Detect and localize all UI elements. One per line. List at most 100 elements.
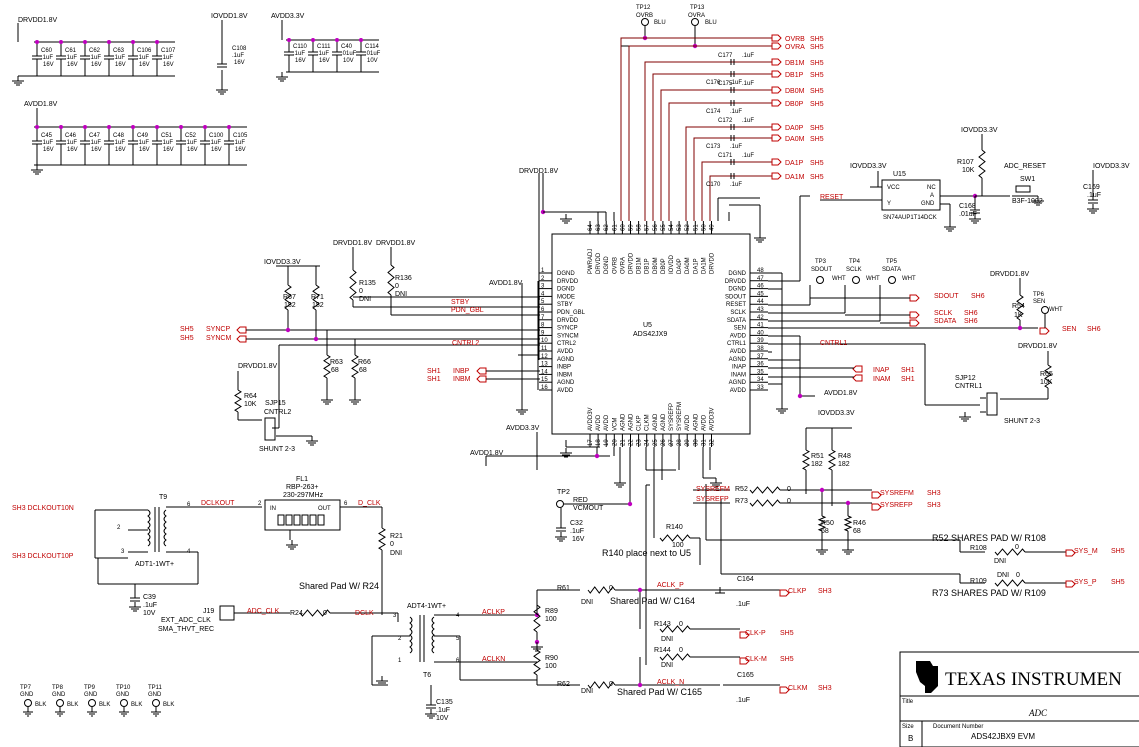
pin-name: VCM xyxy=(612,418,618,431)
syncm-sheet: SH5 xyxy=(180,335,194,342)
r108-ref: R108 xyxy=(970,545,987,552)
pin-name: DGND xyxy=(604,256,610,274)
inbm-in: INBM xyxy=(453,376,471,383)
pin-name: AVDD xyxy=(730,388,747,394)
offsheet-arrow-icon xyxy=(909,294,920,302)
cap-voltage: 16V xyxy=(234,60,245,66)
pin-number: 63 xyxy=(596,224,602,231)
cap-ref: C105 xyxy=(233,133,248,139)
pin-name: AVDD xyxy=(685,414,691,431)
filter-pad xyxy=(309,514,317,526)
testpoint-icon xyxy=(56,699,64,707)
pin-number: 57 xyxy=(645,224,651,231)
cap-ref: C107 xyxy=(161,48,176,54)
pdn-net: PDN_GBL xyxy=(451,307,484,314)
pin-number: 56 xyxy=(653,224,659,231)
pin-number: 41 xyxy=(757,323,764,329)
output-trace xyxy=(693,137,772,221)
pin-name: AVDD3V xyxy=(710,407,716,431)
sclk-out: SCLK xyxy=(934,310,953,317)
r46-val: 68 xyxy=(853,528,861,535)
cap-voltage: 16V xyxy=(295,58,306,64)
r46-ref: R46 xyxy=(853,520,866,527)
inbm-sheet: SH1 xyxy=(427,376,441,383)
dclkout10n: SH3 DCLKOUT10N xyxy=(12,505,74,512)
cap-value: .1uF xyxy=(65,55,77,61)
adc-reset-label: ADC_RESET xyxy=(1004,163,1047,170)
cap-value: .1uF xyxy=(293,51,305,57)
pin-number: 22 xyxy=(629,439,635,446)
testpoint-icon xyxy=(88,699,96,707)
sjp15-label: CNTRL2 xyxy=(264,409,291,416)
offsheet-arrow-icon xyxy=(771,123,782,131)
r62-ref: R62 xyxy=(557,681,570,688)
r52-ref: R52 xyxy=(735,486,748,493)
output-net: DA1P xyxy=(785,160,804,167)
r65-rail: DRVDD1.8V xyxy=(1018,343,1057,350)
avdd18-left: AVDD1.8V xyxy=(489,280,523,287)
pin-number: 53 xyxy=(677,224,683,231)
decoupling-bank-avdd18: C45.1uF16VC46.1uF16VC47.1uF16VC48.1uF16V… xyxy=(32,125,248,166)
offsheet-arrow-icon xyxy=(1065,549,1076,557)
u15-y: Y xyxy=(887,201,891,207)
sjp15-shunt: SHUNT 2-3 xyxy=(259,446,295,453)
ac-cap-ref: C177 xyxy=(718,53,733,59)
testpoint-icon xyxy=(152,699,160,707)
testpoint-icon xyxy=(888,276,896,284)
r64-rail: DRVDD1.8V xyxy=(238,363,277,370)
pin-name: RESET xyxy=(726,302,746,308)
offsheet-arrow-icon xyxy=(771,134,782,142)
pin-name: AVDD3V xyxy=(588,407,594,431)
junction-dot xyxy=(819,487,825,493)
pin-number: 29 xyxy=(685,439,691,446)
u15-part: SN74AUP1T14DCK xyxy=(883,215,937,221)
tp12-ref: TP12 xyxy=(636,5,651,11)
offsheet-arrow-icon xyxy=(236,326,247,334)
sysrefp-out: SYSREFP xyxy=(880,502,913,509)
r64-ref: R64 xyxy=(244,393,257,400)
note-shared-c164: Shared Pad W/ C164 xyxy=(610,596,695,606)
pin-name: PWRADJ xyxy=(588,249,594,274)
aclkp-net: ACLKP xyxy=(482,609,505,616)
u15-nc: NC xyxy=(927,185,936,191)
filter-pad xyxy=(277,514,285,526)
c39-ref: C39 xyxy=(143,594,156,601)
offsheet-arrow-icon xyxy=(852,374,863,382)
pin-name: AVDD xyxy=(730,349,747,355)
pin-name: CLKM xyxy=(645,414,651,431)
wire xyxy=(387,264,395,296)
cap-voltage: 16V xyxy=(43,62,54,68)
pin-name: DRVDD xyxy=(725,279,747,285)
fl1-part: RBP-263+ xyxy=(286,484,319,491)
junction-dot xyxy=(155,40,159,44)
c39-val: .1uF xyxy=(143,602,157,609)
junction-dot xyxy=(227,125,231,129)
r109-val: 0 xyxy=(1016,572,1020,579)
pin-number: 14 xyxy=(541,369,548,375)
r62-val: 0 xyxy=(609,681,613,688)
sjp12-ref: SJP12 xyxy=(955,375,976,382)
pin-number: 30 xyxy=(693,439,699,446)
pin-name: SCLK xyxy=(730,310,746,316)
pin-name: DRVDD xyxy=(557,279,579,285)
tp2-color: RED xyxy=(573,497,588,504)
pin-name: DA1P xyxy=(693,258,699,274)
pin-number: 20 xyxy=(612,439,618,446)
avdd18-bottom: AVDD1.8V xyxy=(470,450,504,457)
filter-pad xyxy=(301,514,309,526)
pin-number: 62 xyxy=(604,224,610,231)
title-value: ADC xyxy=(1028,708,1048,718)
gnd-tp-ref: TP10 xyxy=(116,685,131,691)
decoupling-bank-avdd33: C110.1uF16VC111.1uF16VC40.01uF10VC114.01… xyxy=(284,38,381,73)
pin-name: DB0P xyxy=(661,258,667,274)
cap-ref: C52 xyxy=(185,133,197,139)
ac-cap-ref: C176 xyxy=(706,80,721,86)
r136-dni: DNI xyxy=(395,291,407,298)
pin-number: 61 xyxy=(612,224,618,231)
cap-ref: C61 xyxy=(65,48,77,54)
cap-voltage: 16V xyxy=(67,147,78,153)
transformer-winding-icon xyxy=(409,616,413,654)
c32-volt: 16V xyxy=(572,536,585,543)
offsheet-arrow-icon xyxy=(771,86,782,94)
sjp12-shunt: SHUNT 2-3 xyxy=(1004,418,1040,425)
